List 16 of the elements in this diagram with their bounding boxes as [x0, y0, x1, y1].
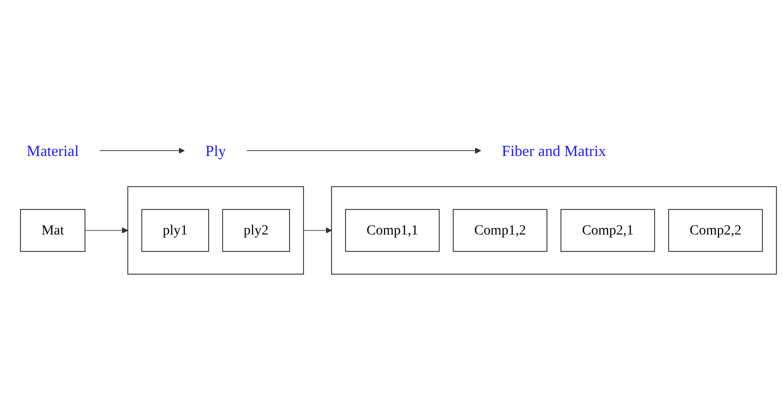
- node-box: ply2: [222, 209, 290, 252]
- node-box: Comp1,1: [345, 209, 440, 252]
- node-box: Comp2,1: [560, 209, 655, 252]
- node-box: Mat: [20, 209, 86, 252]
- cluster: [127, 186, 304, 275]
- node-box: ply1: [141, 209, 209, 252]
- cluster: [331, 186, 777, 275]
- arrow: [246, 148, 482, 154]
- node-text: Material: [26, 142, 79, 160]
- arrow: [303, 227, 332, 234]
- arrow: [84, 227, 128, 234]
- arrow: [99, 148, 185, 154]
- node-text: Fiber and Matrix: [502, 142, 606, 160]
- node-box: Comp2,2: [668, 209, 763, 252]
- node-text: Ply: [205, 142, 226, 160]
- node-box: Comp1,2: [452, 209, 548, 252]
